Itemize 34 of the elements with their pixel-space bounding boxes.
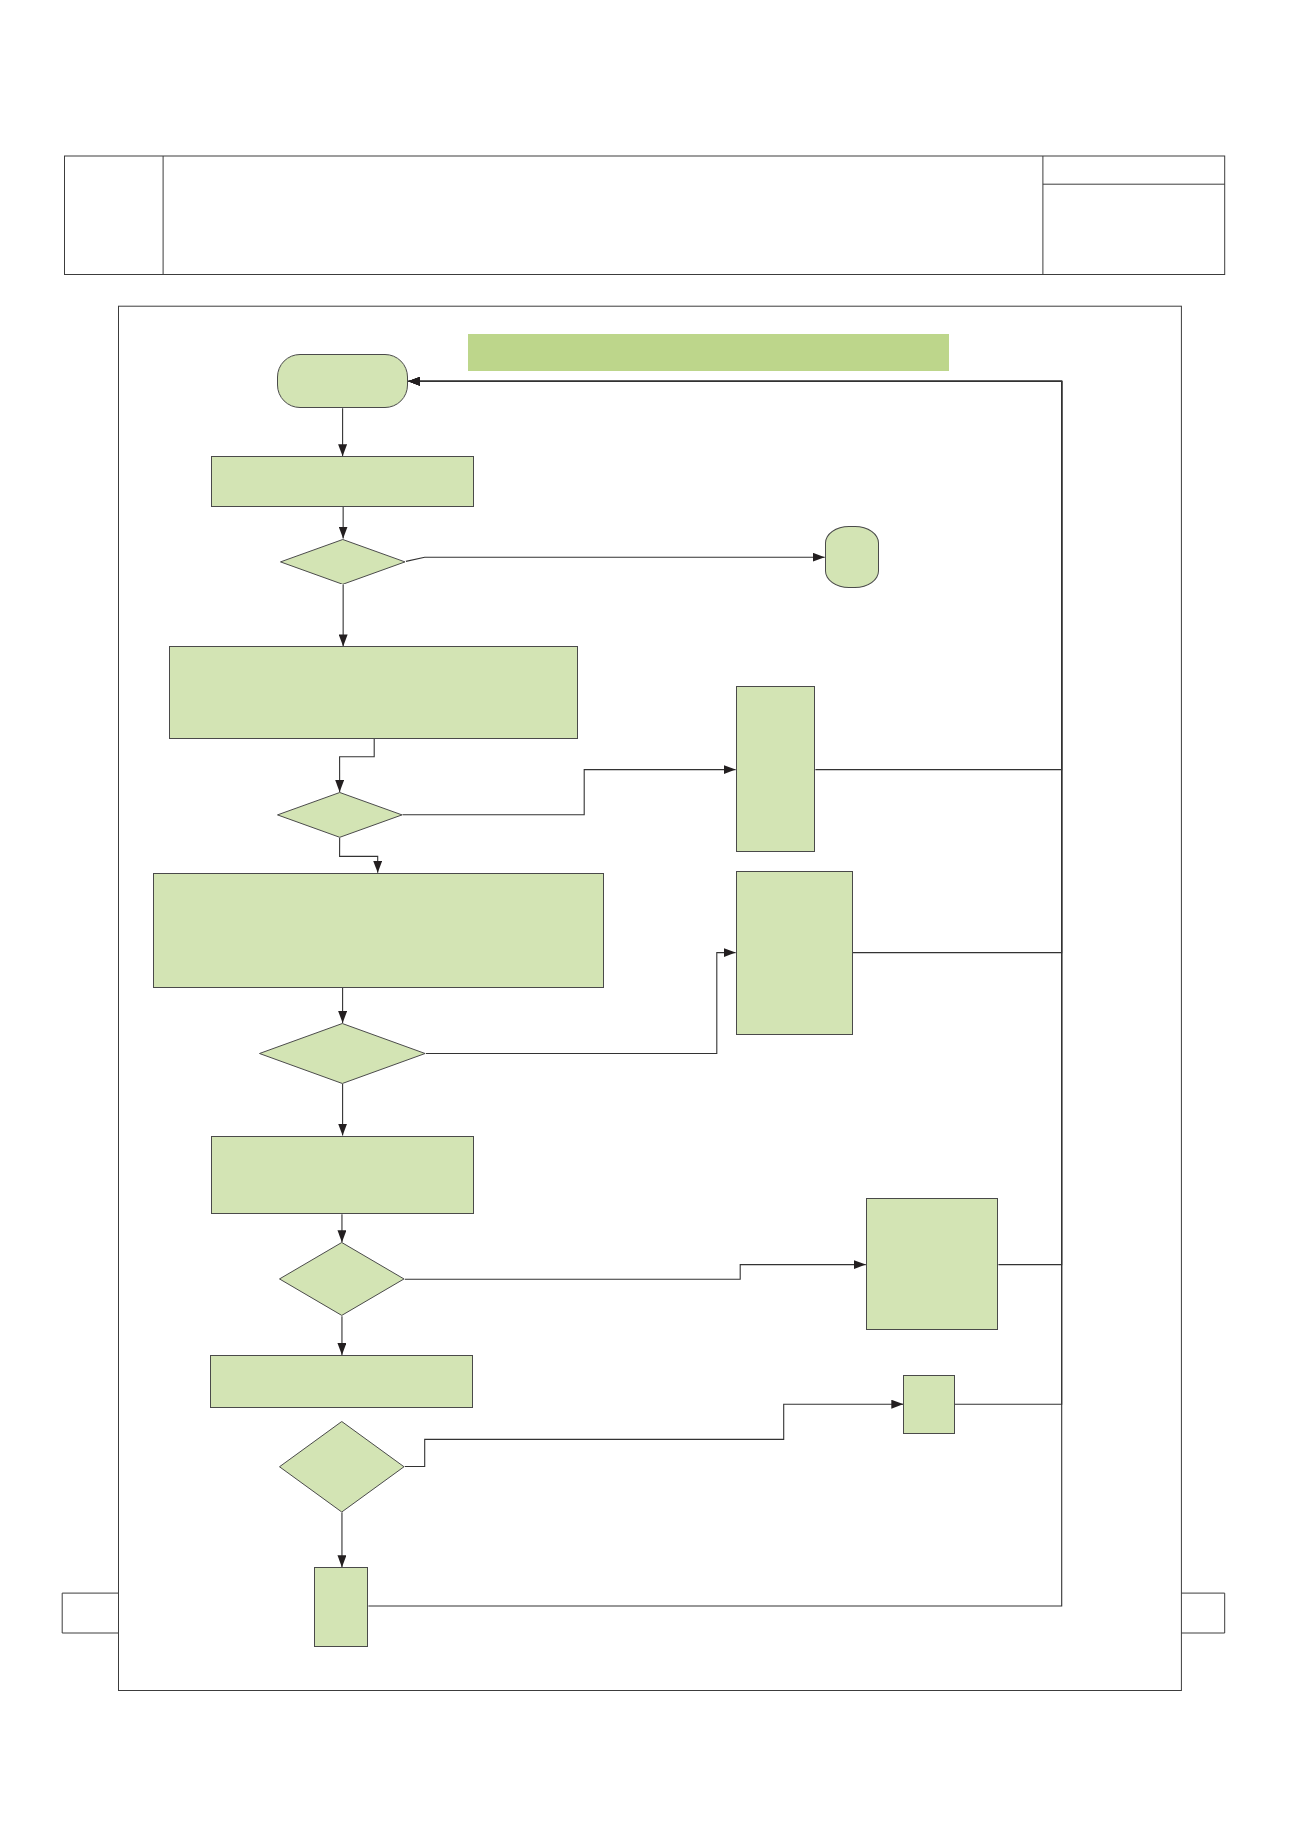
- decision-diamond: [259, 1023, 426, 1084]
- process-box: [168, 646, 579, 740]
- process-box: [211, 456, 474, 507]
- decision-diamond: [280, 538, 406, 585]
- flow-arrow: [404, 1399, 904, 1467]
- flow-arrow: [401, 765, 737, 816]
- flow-arrow: [338, 987, 348, 1024]
- process-box: [210, 1355, 473, 1408]
- flow-arrow: [337, 1213, 347, 1243]
- flow-arrow: [338, 506, 348, 540]
- flow-arrow: [338, 583, 348, 647]
- decision-diamond: [279, 1242, 405, 1317]
- title-bar: [468, 334, 950, 371]
- flow-arrow: [338, 407, 348, 457]
- process-box: [735, 870, 853, 1035]
- flow-arrow: [337, 1511, 347, 1568]
- process-box: [152, 872, 605, 988]
- flow-arrow: [425, 948, 737, 1055]
- process-box: [903, 1374, 955, 1434]
- process-box: [865, 1197, 999, 1331]
- flow-arrow: [335, 738, 375, 793]
- process-box: [314, 1567, 369, 1648]
- flow-arrow: [338, 1083, 348, 1137]
- flow-arrow: [367, 376, 1063, 1607]
- flow-arrow: [337, 1315, 347, 1356]
- terminator: [276, 354, 409, 409]
- terminator: [824, 525, 879, 588]
- decision-diamond: [276, 791, 403, 838]
- process-box: [211, 1135, 474, 1215]
- decision-diamond: [279, 1420, 405, 1513]
- flow-arrow: [405, 552, 826, 562]
- process-box: [735, 686, 816, 852]
- flow-arrow: [404, 1260, 867, 1280]
- flow-arrow: [339, 837, 383, 874]
